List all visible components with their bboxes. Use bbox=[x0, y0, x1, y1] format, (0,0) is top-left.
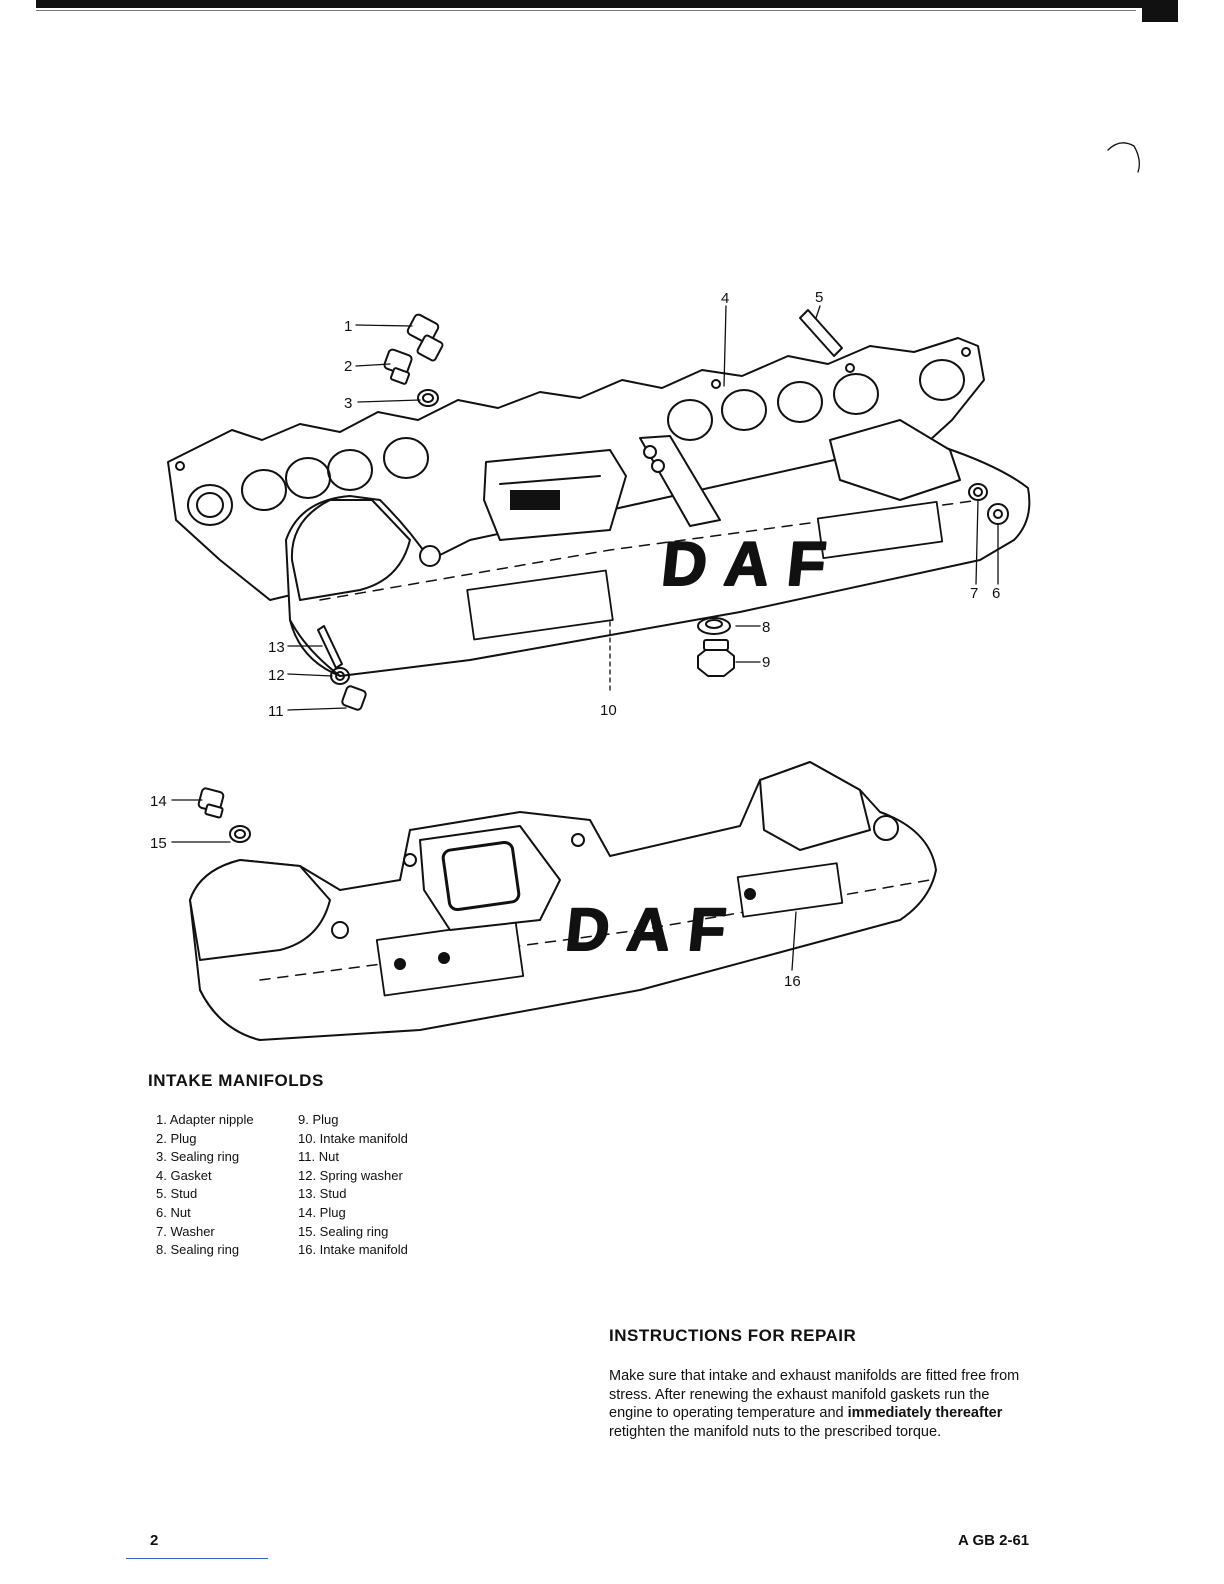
callout-10: 10 bbox=[600, 702, 617, 719]
footer-link-underline bbox=[126, 1558, 268, 1559]
daf-brand-text-bottom: DAF bbox=[563, 896, 747, 963]
repair-instructions-title: INSTRUCTIONS FOR REPAIR bbox=[609, 1326, 857, 1345]
leader-lines-top bbox=[287, 305, 999, 711]
manifold-10-drawing bbox=[285, 419, 1031, 677]
sealing-ring-8-drawing bbox=[697, 617, 731, 635]
manifold-16-drawing bbox=[189, 761, 937, 1041]
plug-2-drawing bbox=[383, 348, 413, 385]
callout-16: 16 bbox=[784, 973, 801, 990]
callout-12: 12 bbox=[268, 667, 285, 684]
page-number: 2 bbox=[150, 1532, 159, 1549]
top-rule-thin bbox=[36, 10, 1136, 11]
part-item: 6. Nut bbox=[156, 1204, 191, 1220]
part-item: 12. Spring washer bbox=[298, 1167, 403, 1183]
part-item: 10. Intake manifold bbox=[298, 1130, 408, 1146]
callout-14: 14 bbox=[150, 793, 167, 810]
repair-text-emphasis: immediately thereafter bbox=[847, 1405, 1003, 1422]
callout-1: 1 bbox=[344, 318, 352, 335]
part-item: 1. Adapter nipple bbox=[156, 1112, 254, 1127]
callout-4: 4 bbox=[721, 290, 729, 307]
daf-lettering-bottom: DAF bbox=[562, 895, 748, 964]
part-item: 2. Plug bbox=[156, 1130, 197, 1146]
plug-14-drawing bbox=[197, 787, 225, 819]
callout-6: 6 bbox=[992, 585, 1000, 602]
callout-15: 15 bbox=[150, 835, 167, 852]
part-item: 3. Sealing ring bbox=[156, 1149, 240, 1165]
part-item: 13. Stud bbox=[298, 1186, 347, 1202]
callout-3: 3 bbox=[344, 395, 352, 412]
plug-9-drawing bbox=[697, 639, 735, 677]
part-item: 16. Intake manifold bbox=[298, 1242, 408, 1258]
part-item: 7. Washer bbox=[156, 1223, 215, 1239]
callout-2: 2 bbox=[344, 358, 352, 375]
callout-5: 5 bbox=[815, 289, 823, 306]
callout-9: 9 bbox=[762, 654, 770, 671]
part-item: 4. Gasket bbox=[156, 1167, 212, 1183]
part-item: 11. Nut bbox=[298, 1149, 339, 1165]
sealing-ring-15-drawing bbox=[229, 825, 251, 843]
part-item: 8. Sealing ring bbox=[156, 1242, 240, 1258]
scan-mark-top-right bbox=[1107, 142, 1140, 173]
part-item: 14. Plug bbox=[298, 1204, 346, 1220]
nut-6-drawing bbox=[987, 503, 1009, 525]
top-rule bbox=[36, 0, 1178, 8]
stud-13-drawing bbox=[317, 625, 343, 669]
nut-11-drawing bbox=[341, 685, 367, 711]
manifold-exploded-diagram: DAF bbox=[150, 142, 1140, 1041]
repair-text-part-1: Make sure that intake and exhaust manifo… bbox=[609, 1368, 1020, 1422]
daf-lettering-top: DAF bbox=[658, 529, 849, 600]
parts-list-right: 9. Plug 10. Intake manifold 11. Nut 12. … bbox=[298, 1111, 408, 1260]
top-rule-corner bbox=[1142, 0, 1178, 22]
callouts-bottom: 14 15 16 bbox=[150, 793, 801, 990]
leader-lines-bottom bbox=[171, 799, 797, 971]
part-item: 15. Sealing ring bbox=[298, 1223, 389, 1239]
callout-13: 13 bbox=[268, 639, 285, 656]
adapter-nipple-1-drawing bbox=[406, 313, 444, 362]
repair-instructions-text: Make sure that intake and exhaust manifo… bbox=[609, 1367, 1029, 1441]
part-item: 9. Plug bbox=[298, 1112, 339, 1127]
callout-11: 11 bbox=[268, 703, 284, 720]
callouts-top: 1 2 3 4 5 6 7 8 9 10 11 12 13 bbox=[268, 289, 1000, 720]
intake-manifolds-title: INTAKE MANIFOLDS bbox=[148, 1071, 324, 1090]
repair-text-part-2: retighten the manifold nuts to the presc… bbox=[609, 1423, 942, 1440]
callout-8: 8 bbox=[762, 619, 770, 636]
part-item: 5. Stud bbox=[156, 1186, 198, 1202]
page-code: A GB 2-61 bbox=[958, 1532, 1030, 1549]
daf-brand-text-top: DAF bbox=[659, 530, 848, 599]
parts-list-left: 1. Adapter nipple 2. Plug 3. Sealing rin… bbox=[156, 1111, 254, 1260]
callout-7: 7 bbox=[970, 585, 978, 602]
stud-5-drawing bbox=[799, 309, 843, 357]
sealing-ring-3-drawing bbox=[417, 389, 439, 407]
